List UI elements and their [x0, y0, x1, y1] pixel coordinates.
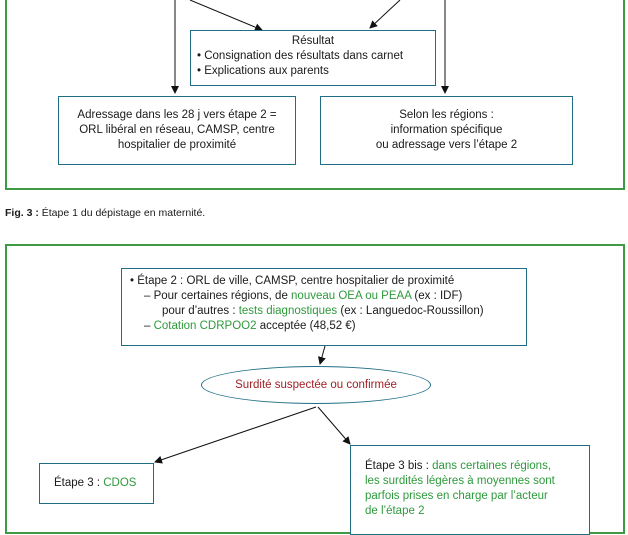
arrow-to-result-right	[369, 0, 401, 29]
referral-line: ORL libéral en réseau, CAMSP, centre	[79, 124, 275, 136]
step3bis-box: Étape 3 bis : dans certaines régions, le…	[350, 445, 590, 535]
step3-value: CDOS	[103, 477, 137, 489]
arrow-to-result-left	[189, 0, 263, 31]
referral-box: Adressage dans les 28 j vers étape 2 = O…	[58, 96, 296, 165]
caption-text: Étape 1 du dépistage en maternité.	[38, 207, 206, 219]
result-title: Résultat	[291, 35, 335, 47]
regions-line: information spécifique	[390, 124, 503, 136]
arrow-step2-to-ellipse	[318, 345, 326, 365]
regions-line: Selon les régions :	[399, 109, 494, 121]
caption-label: Fig. 3 :	[5, 207, 39, 219]
step3bis-line: Étape 3 bis : dans certaines régions,	[365, 460, 552, 472]
step2-line: – Cotation CDRPOO2 acceptée (48,52 €)	[144, 320, 356, 332]
ellipse-label: Surdité suspectée ou confirmée	[235, 379, 397, 391]
arrow-to-step3bis	[317, 406, 351, 445]
regions-box: Selon les régions : information spécifiq…	[320, 96, 573, 165]
result-item: • Explications aux parents	[197, 65, 329, 77]
step2-line: pour d’autres : tests diagnostiques (ex …	[162, 305, 484, 317]
suspected-deafness-ellipse: Surdité suspectée ou confirmée	[201, 366, 431, 404]
step2-box: • Étape 2 : ORL de ville, CAMSP, centre …	[121, 268, 527, 346]
fig3-frame	[5, 0, 625, 190]
result-box: Résultat • Consignation des résultats da…	[190, 30, 436, 86]
step3-box: Étape 3 : CDOS	[39, 463, 154, 504]
step3bis-line: les surdités légères à moyennes sont	[365, 475, 555, 487]
step2-title: • Étape 2 : ORL de ville, CAMSP, centre …	[130, 275, 455, 287]
arrow-to-step3	[154, 406, 317, 464]
referral-line: hospitalier de proximité	[117, 139, 237, 151]
referral-line: Adressage dans les 28 j vers étape 2 =	[77, 109, 277, 121]
figure-caption: Fig. 3 : Étape 1 du dépistage en materni…	[5, 207, 205, 219]
result-item: • Consignation des résultats dans carnet	[197, 50, 404, 62]
step3bis-line: de l’étape 2	[365, 505, 425, 517]
step3-label: Étape 3 :	[54, 477, 104, 489]
regions-line: ou adressage vers l’étape 2	[375, 139, 518, 151]
connector-arrows	[154, 0, 449, 464]
step2-line: – Pour certaines régions, de nouveau OEA…	[144, 290, 463, 302]
step3bis-line: parfois prises en charge par l’acteur	[365, 490, 548, 502]
